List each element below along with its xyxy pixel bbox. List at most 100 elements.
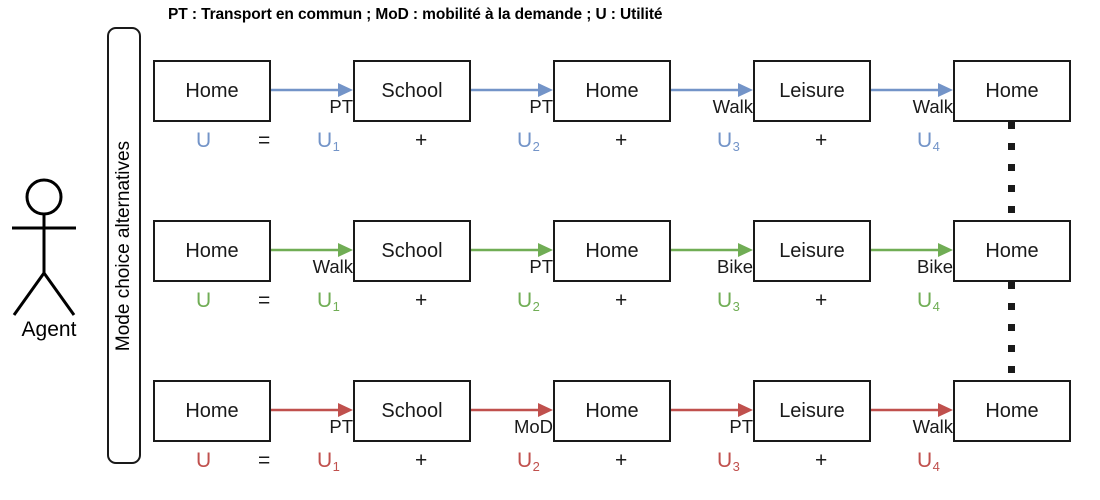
activity-node-school[interactable]: School: [353, 220, 471, 282]
activity-node-label: Home: [185, 399, 239, 422]
activity-node-leisure[interactable]: Leisure: [753, 380, 871, 442]
trip-edge-bike[interactable]: Bike: [671, 220, 753, 282]
utility-term: U3: [717, 289, 740, 314]
activity-node-home[interactable]: Home: [553, 380, 671, 442]
activity-node-home[interactable]: Home: [553, 220, 671, 282]
plus-operator: +: [815, 449, 828, 472]
activity-node-label: Home: [585, 239, 639, 262]
arrow-icon: [271, 243, 353, 257]
activity-node-home[interactable]: Home: [953, 380, 1071, 442]
equals-operator: =: [258, 129, 271, 152]
ellipsis-dot: [1008, 122, 1015, 129]
utility-term: U2: [517, 289, 540, 314]
arrow-icon: [871, 403, 953, 417]
activity-node-school[interactable]: School: [353, 60, 471, 122]
arrow-icon: [671, 83, 753, 97]
utility-total: U: [196, 449, 212, 472]
ellipsis-dot: [1008, 366, 1015, 373]
arrow-icon: [271, 403, 353, 417]
plus-operator: +: [415, 289, 428, 312]
trip-edge-walk[interactable]: Walk: [271, 220, 353, 282]
activity-node-label: School: [381, 239, 443, 262]
legend-caption: PT : Transport en commun ; MoD : mobilit…: [168, 6, 663, 23]
activity-node-label: School: [381, 399, 443, 422]
trip-edge-pt[interactable]: PT: [471, 220, 553, 282]
activity-node-label: Home: [585, 399, 639, 422]
mode-label: PT: [329, 416, 353, 437]
agent-figure: Agent: [4, 175, 94, 341]
trip-edge-pt[interactable]: PT: [271, 380, 353, 442]
vertical-ellipsis-icon: [1008, 122, 1016, 213]
arrow-icon: [271, 83, 353, 97]
ellipsis-dot: [1008, 164, 1015, 171]
utility-term: U4: [917, 129, 940, 154]
mode-label: PT: [529, 256, 553, 277]
activity-node-home[interactable]: Home: [153, 380, 271, 442]
equals-operator: =: [258, 289, 271, 312]
mode-label: Walk: [312, 256, 353, 277]
activity-node-home[interactable]: Home: [953, 60, 1071, 122]
trip-edge-walk[interactable]: Walk: [671, 60, 753, 122]
trip-edge-mod[interactable]: MoD: [471, 380, 553, 442]
activity-node-home[interactable]: Home: [553, 60, 671, 122]
plus-operator: +: [815, 129, 828, 152]
agent-label: Agent: [21, 318, 77, 341]
vertical-ellipsis-icon: [1008, 282, 1016, 373]
ellipsis-dot: [1008, 185, 1015, 192]
arrow-icon: [671, 403, 753, 417]
plus-operator: +: [615, 129, 628, 152]
mode-label: PT: [529, 96, 553, 117]
equals-operator: =: [258, 449, 271, 472]
activity-node-label: School: [381, 79, 443, 102]
trip-edge-pt[interactable]: PT: [471, 60, 553, 122]
trip-edge-pt[interactable]: PT: [271, 60, 353, 122]
activity-node-leisure[interactable]: Leisure: [753, 220, 871, 282]
arrow-icon: [471, 83, 553, 97]
activity-node-leisure[interactable]: Leisure: [753, 60, 871, 122]
utility-term: U2: [517, 449, 540, 474]
mode-label: MoD: [513, 416, 553, 437]
mode-label: Bike: [917, 256, 953, 277]
utility-term: U1: [317, 449, 340, 474]
utility-term: U3: [717, 449, 740, 474]
activity-node-home[interactable]: Home: [153, 220, 271, 282]
utility-term: U4: [917, 289, 940, 314]
activity-node-school[interactable]: School: [353, 380, 471, 442]
activity-node-home[interactable]: Home: [953, 220, 1071, 282]
mode-label: Walk: [912, 96, 953, 117]
arrow-icon: [471, 243, 553, 257]
plus-operator: +: [615, 449, 628, 472]
ellipsis-dot: [1008, 324, 1015, 331]
trip-edge-walk[interactable]: Walk: [871, 60, 953, 122]
arrow-icon: [871, 243, 953, 257]
utility-term: U1: [317, 129, 340, 154]
activity-node-label: Home: [985, 239, 1039, 262]
utility-term: U1: [317, 289, 340, 314]
ellipsis-dot: [1008, 303, 1015, 310]
mode-label: Bike: [717, 256, 753, 277]
ellipsis-dot: [1008, 206, 1015, 213]
mode-label: Walk: [712, 96, 753, 117]
mode-choice-alternatives-band: Mode choice alternatives: [107, 27, 141, 464]
mode-label: PT: [729, 416, 753, 437]
utility-total: U: [196, 289, 212, 312]
mode-label: Walk: [912, 416, 953, 437]
activity-node-label: Leisure: [779, 239, 845, 262]
activity-node-label: Home: [985, 399, 1039, 422]
activity-node-label: Home: [585, 79, 639, 102]
plus-operator: +: [615, 289, 628, 312]
trip-edge-pt[interactable]: PT: [671, 380, 753, 442]
stick-figure-icon: [12, 178, 76, 316]
activity-node-label: Home: [185, 79, 239, 102]
activity-node-home[interactable]: Home: [153, 60, 271, 122]
trip-edge-walk[interactable]: Walk: [871, 380, 953, 442]
arrow-icon: [871, 83, 953, 97]
arrow-icon: [471, 403, 553, 417]
ellipsis-dot: [1008, 345, 1015, 352]
utility-term: U4: [917, 449, 940, 474]
activity-node-label: Home: [985, 79, 1039, 102]
trip-edge-bike[interactable]: Bike: [871, 220, 953, 282]
